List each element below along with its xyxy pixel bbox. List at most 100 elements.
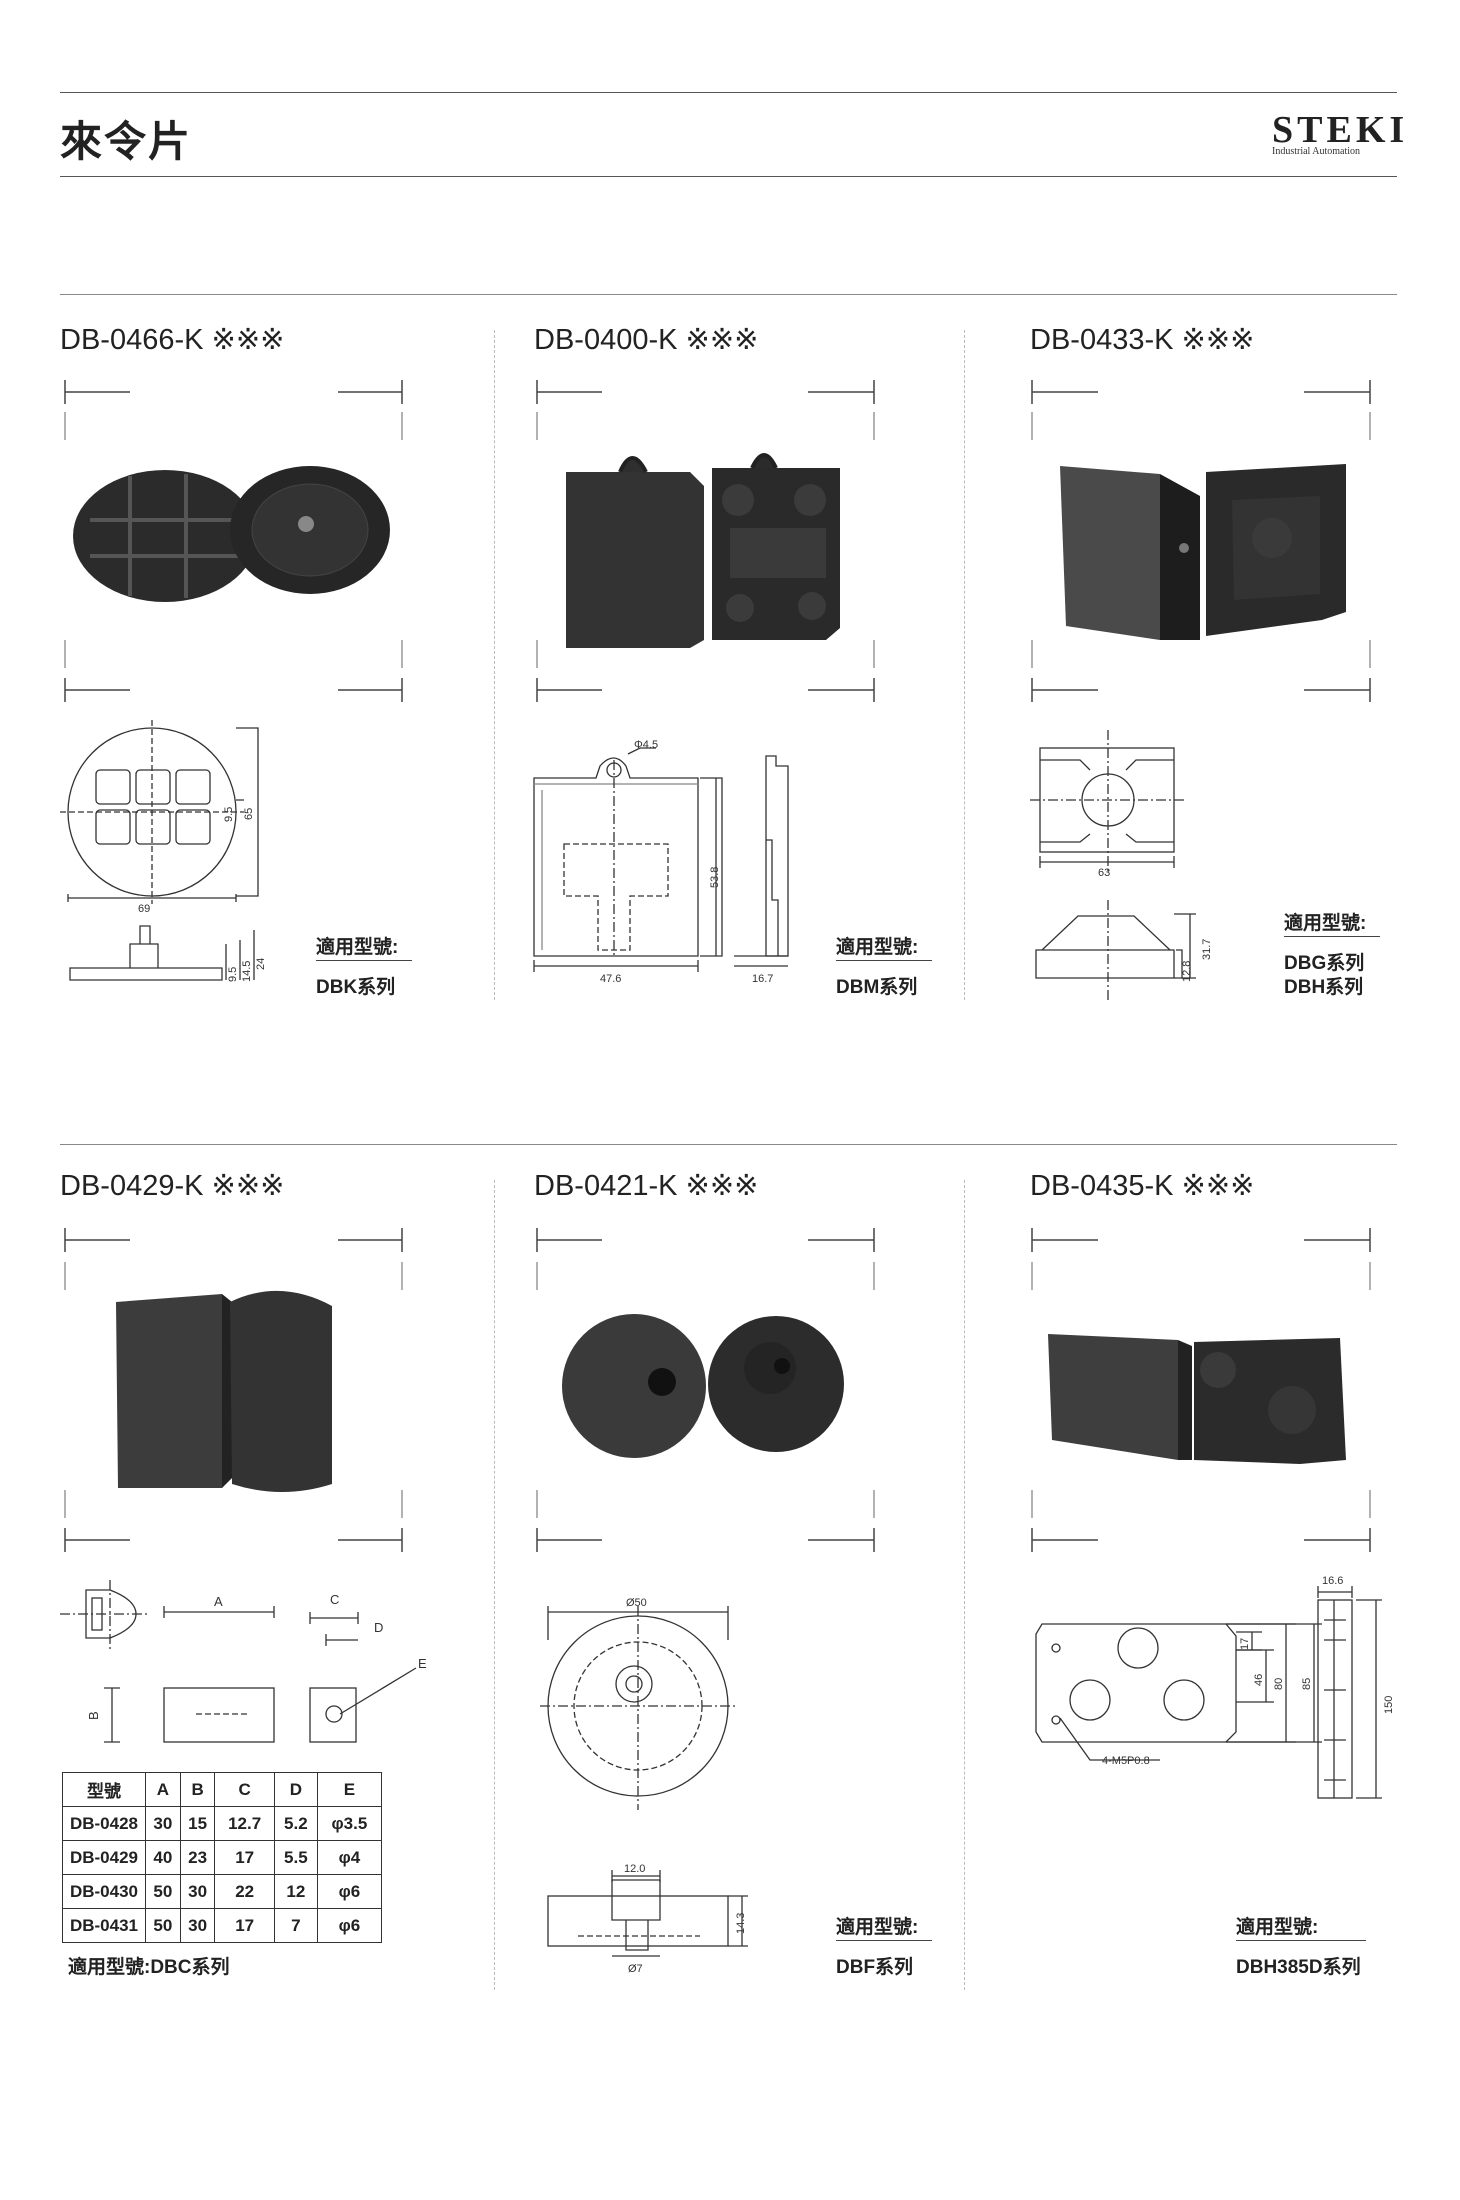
row2-rule	[60, 1144, 1397, 1145]
spec-col-header: E	[316, 1772, 383, 1807]
logo-tagline: Industrial Automation	[1272, 146, 1361, 157]
dim-label: A	[214, 1594, 223, 1609]
table-cell: 50	[145, 1874, 181, 1909]
column-divider	[494, 330, 495, 1000]
compatible-model-value: DBH系列	[1284, 977, 1364, 998]
spec-col-header: B	[179, 1772, 216, 1807]
column-divider	[494, 1180, 495, 1990]
column-divider	[964, 1180, 965, 1990]
compatible-model-value: DBM系列	[836, 977, 918, 998]
dim-label: 14.5	[241, 961, 253, 982]
spec-col-header: 型號	[62, 1772, 146, 1807]
table-row: DB-0431 50 30 17 7 φ6	[62, 1908, 383, 1943]
table-cell: 30	[179, 1908, 216, 1943]
dim-label: 24	[255, 958, 267, 970]
dim-label: Φ4.5	[634, 739, 658, 751]
row1-rule	[60, 294, 1397, 295]
dim-label: 17	[1239, 1638, 1251, 1650]
dim-label: 80	[1273, 1678, 1285, 1690]
table-cell: 40	[145, 1840, 181, 1875]
compatible-models-label: 適用型號:	[1284, 913, 1367, 934]
table-cell: 17	[214, 1840, 275, 1875]
dim-label: 12.0	[624, 1863, 645, 1875]
dim-label: 53.8	[709, 867, 721, 888]
table-cell: 12	[273, 1874, 318, 1909]
dim-label: 31.7	[1201, 939, 1213, 960]
compatible-models-label: 適用型號:	[316, 937, 399, 958]
dim-label: B	[86, 1711, 101, 1720]
table-cell: φ6	[316, 1908, 383, 1943]
apply-underline	[1236, 1940, 1366, 1941]
dim-label: Ø50	[626, 1597, 647, 1609]
apply-underline	[836, 960, 932, 961]
spec-table: 型號 A B C D E DB-0428 30 15 12.7 5.2 φ3.5…	[62, 1772, 383, 1943]
dim-label: 9.5	[223, 807, 235, 822]
dim-label: 65	[243, 808, 255, 820]
product-model: DB-0429-K ※※※	[60, 1170, 285, 1202]
dim-label: 14.3	[735, 1913, 747, 1934]
table-cell: DB-0429	[62, 1840, 146, 1875]
compatible-models-label: 適用型號:	[1236, 1917, 1319, 1938]
dim-label: 16.7	[752, 973, 773, 985]
dim-label: E	[418, 1656, 427, 1671]
apply-underline	[836, 1940, 932, 1941]
product-model: DB-0433-K ※※※	[1030, 324, 1255, 356]
header-top-rule	[60, 92, 1397, 93]
table-cell: DB-0428	[62, 1806, 146, 1841]
table-cell: 30	[145, 1806, 181, 1841]
spec-col-header: D	[273, 1772, 318, 1807]
dim-label: 47.6	[600, 973, 621, 985]
product-model: DB-0435-K ※※※	[1030, 1170, 1255, 1202]
spec-col-header: C	[214, 1772, 275, 1807]
apply-underline	[1284, 936, 1380, 937]
table-cell: DB-0431	[62, 1908, 146, 1943]
header-bottom-rule	[60, 176, 1397, 177]
product-model: DB-0400-K ※※※	[534, 324, 759, 356]
compatible-model-value: DBH385D系列	[1236, 1957, 1361, 1978]
compatible-model-value: DBF系列	[836, 1957, 914, 1978]
table-cell: DB-0430	[62, 1874, 146, 1909]
compatible-model-value: DBK系列	[316, 977, 396, 998]
brand-logo: STEKI Industrial Automation	[1272, 109, 1409, 157]
table-cell: 17	[214, 1908, 275, 1943]
spec-table-header: 型號 A B C D E	[62, 1772, 383, 1807]
column-divider	[964, 330, 965, 1000]
table-cell: φ3.5	[316, 1806, 383, 1841]
dim-label: 69	[138, 903, 150, 915]
compatible-models-label: 適用型號:	[836, 1917, 919, 1938]
page-title: 來令片	[60, 118, 193, 165]
dim-label: 46	[1253, 1674, 1265, 1686]
compatible-model-value: DBG系列	[1284, 953, 1365, 974]
product-model: DB-0466-K ※※※	[60, 324, 285, 356]
table-row: DB-0428 30 15 12.7 5.2 φ3.5	[62, 1806, 383, 1841]
dim-label: 12.8	[1181, 961, 1193, 982]
table-cell: 50	[145, 1908, 181, 1943]
logo-wordmark: STEKI	[1272, 109, 1409, 151]
table-row: DB-0430 50 30 22 12 φ6	[62, 1874, 383, 1909]
dim-label: 63	[1098, 867, 1110, 879]
apply-underline	[316, 960, 412, 961]
dim-label: 85	[1301, 1678, 1313, 1690]
dim-label: 4-M5P0.8	[1102, 1755, 1150, 1767]
table-cell: φ4	[316, 1840, 383, 1875]
compatible-models-label: 適用型號:	[836, 937, 919, 958]
dim-label: D	[374, 1620, 383, 1635]
dim-label: 16.6	[1322, 1575, 1343, 1587]
dim-label: 150	[1383, 1696, 1395, 1714]
product-model: DB-0421-K ※※※	[534, 1170, 759, 1202]
dim-label: C	[330, 1592, 339, 1607]
table-cell: 12.7	[214, 1806, 275, 1841]
dim-label: 9.5	[227, 967, 239, 982]
